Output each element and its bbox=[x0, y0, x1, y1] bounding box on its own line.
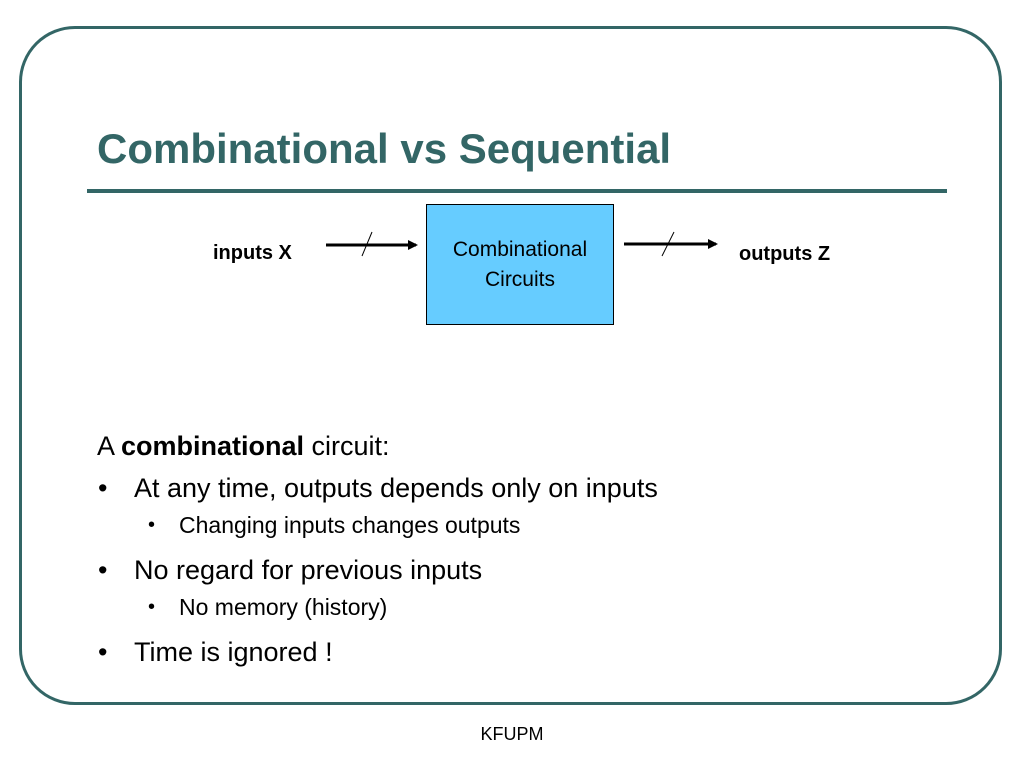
block-label: Combinational Circuits bbox=[452, 237, 588, 291]
combinational-circuit-block: Combinational Circuits bbox=[426, 204, 614, 325]
inputs-label: inputs X bbox=[213, 242, 292, 264]
bullet-text: Time is ignored ! bbox=[134, 637, 333, 667]
slide-frame bbox=[19, 26, 1002, 705]
slide-footer: KFUPM bbox=[480, 724, 544, 744]
sub-bullet-text: No memory (history) bbox=[179, 594, 388, 620]
slide-title: Combinational vs Sequential bbox=[97, 125, 672, 172]
bullet-dot: • bbox=[98, 473, 108, 503]
intro-bold: combinational bbox=[121, 431, 305, 461]
bullet-dot: • bbox=[148, 514, 156, 536]
bullet-item: • No regard for previous inputs bbox=[97, 552, 957, 588]
sub-bullet-item: • No memory (history) bbox=[97, 592, 957, 622]
intro-suffix: circuit: bbox=[304, 431, 390, 461]
bullet-dot: • bbox=[148, 596, 156, 618]
bullet-item: • Time is ignored ! bbox=[97, 634, 957, 670]
bullet-dot: • bbox=[98, 637, 108, 667]
slide-body: A combinational circuit: • At any time, o… bbox=[97, 428, 957, 674]
bullet-text: At any time, outputs depends only on inp… bbox=[134, 473, 658, 503]
outputs-label: outputs Z bbox=[739, 243, 831, 265]
bullet-item: • At any time, outputs depends only on in… bbox=[97, 470, 957, 506]
intro-prefix: A bbox=[97, 431, 122, 461]
bullet-text: No regard for previous inputs bbox=[134, 555, 483, 585]
sub-bullet-text: Changing inputs changes outputs bbox=[179, 512, 521, 538]
sub-bullet-item: • Changing inputs changes outputs bbox=[97, 510, 957, 540]
title-underline bbox=[87, 189, 947, 193]
intro-line: A combinational circuit: bbox=[97, 428, 957, 464]
bullet-dot: • bbox=[98, 555, 108, 585]
